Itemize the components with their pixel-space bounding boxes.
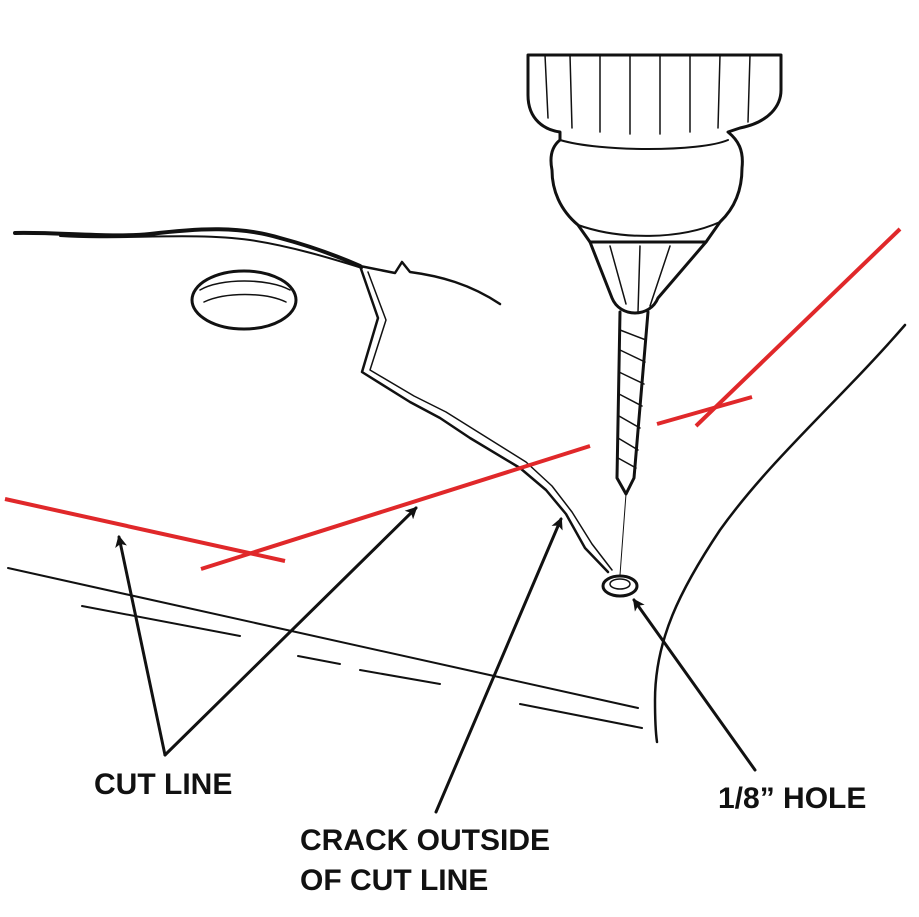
flange-curve: [653, 323, 907, 744]
crack: [358, 264, 613, 574]
arrow-hole: [632, 598, 757, 772]
cut-line-left: [4, 497, 286, 563]
label-crack-line2: OF CUT LINE: [300, 864, 488, 897]
cut-line-center: [200, 444, 591, 571]
panel-bolt-hole: [190, 269, 298, 331]
label-hole: 1/8” HOLE: [718, 782, 866, 815]
drill-icon: [526, 53, 783, 576]
panel-contour-lines: [7, 567, 643, 729]
arrow-cut-line-center: [163, 506, 418, 757]
drilled-hole: [601, 574, 639, 598]
arrow-crack: [434, 517, 563, 814]
cut-line-right: [694, 227, 902, 428]
arrow-cut-line-left: [115, 535, 167, 757]
label-cut-line: CUT LINE: [94, 768, 232, 801]
cut-line-right-segment: [656, 395, 753, 426]
panel-torn-edge: [13, 227, 502, 306]
cut-lines: [4, 227, 902, 571]
callout-arrows: [115, 506, 757, 814]
label-crack-line1: CRACK OUTSIDE: [300, 824, 550, 857]
